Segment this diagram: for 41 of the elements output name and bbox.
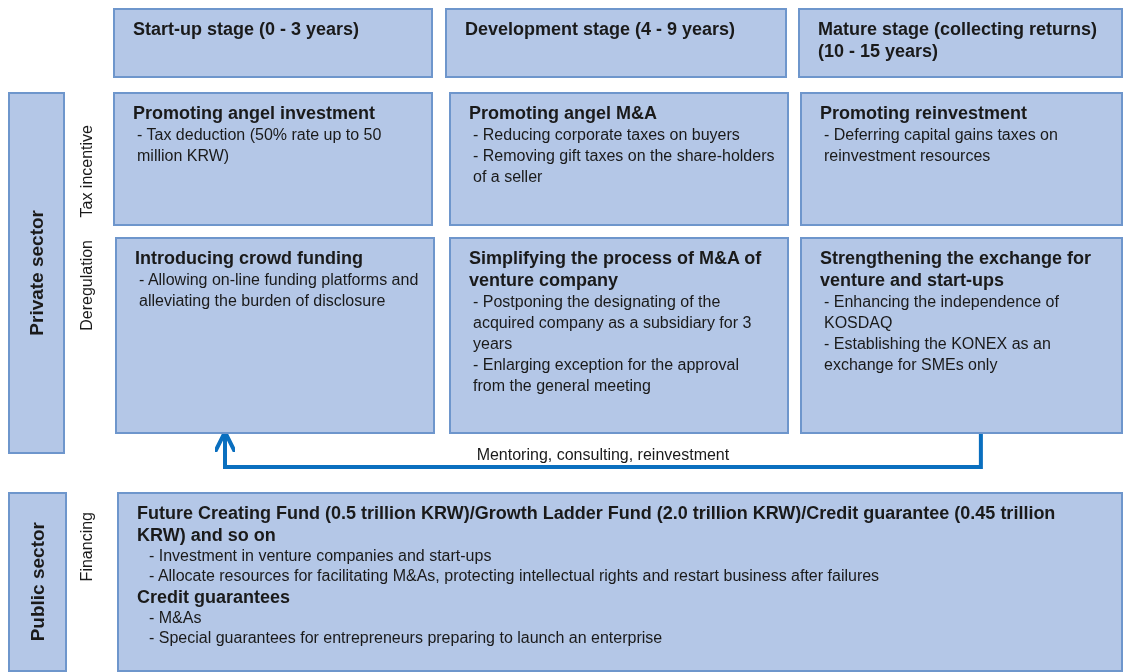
body-text: - Establishing the KONEX as an exchange for SMEs only: [823, 334, 1052, 375]
heading-text: Promoting angel investment: [133, 102, 377, 124]
row-label: Tax incentive: [78, 125, 96, 218]
body-text: - M&As: [148, 608, 203, 628]
body-text: - Allocate resources for facilitating M&As, protecting intellectual rights and restart business after failures: [148, 566, 881, 586]
body-text: - Postponing the designating of the acquired company as a subsidiary for 3 years: [472, 292, 753, 354]
heading-text: Development stage (4 - 9 years): [465, 18, 737, 40]
stage-header: [798, 8, 1123, 78]
stage-header: [113, 8, 433, 78]
measure-box: [800, 92, 1123, 226]
body-text: - Removing gift taxes on the share-holders of a seller: [472, 146, 775, 187]
heading-text: Introducing crowd funding: [135, 247, 364, 269]
heading-text: Mature stage (collecting returns) (10 - 15 years): [818, 18, 1099, 62]
body-text: - Tax deduction (50% rate up to 50 million KRW): [136, 125, 383, 166]
body-text: - Allowing on-line funding platforms and alleviating the burden of disclosure: [138, 270, 420, 311]
body-text: - Enhancing the independence of KOSDAQ: [823, 292, 1060, 333]
body-text: - Enlarging exception for the approval from the general meeting: [472, 355, 740, 396]
body-text: - Investment in venture companies and start-ups: [148, 546, 493, 566]
measure-box: [117, 492, 1123, 672]
measure-box: [115, 237, 435, 434]
body-text: - Deferring capital gains taxes on reinvestment resources: [823, 125, 1059, 166]
sector-band: [8, 92, 65, 454]
heading-text: Start-up stage (0 - 3 years): [133, 18, 361, 40]
row-label: Financing: [78, 512, 96, 582]
sector-label: Public sector: [26, 522, 49, 642]
measure-box: [113, 92, 433, 226]
heading-text: Promoting reinvestment: [820, 102, 1029, 124]
measure-box: [800, 237, 1123, 434]
heading-text: Promoting angel M&A: [469, 102, 658, 124]
measure-box: [449, 237, 789, 434]
heading-text: Credit guarantees: [137, 586, 292, 608]
heading-text: Future Creating Fund (0.5 trillion KRW)/Growth Ladder Fund (2.0 trillion KRW)/Credit guarantee (0.45 trillion KRW) and so on: [137, 502, 1057, 546]
sector-band: [8, 492, 67, 672]
heading-text: Strengthening the exchange for venture and start-ups: [820, 247, 1093, 291]
sector-label: Private sector: [25, 210, 48, 336]
stage-header: [445, 8, 787, 78]
body-text: - Special guarantees for entrepreneurs preparing to launch an enterprise: [148, 628, 664, 648]
measure-box: [449, 92, 789, 226]
row-label: Deregulation: [78, 240, 96, 331]
body-text: - Reducing corporate taxes on buyers: [472, 125, 741, 145]
heading-text: Simplifying the process of M&A of venture company: [469, 247, 763, 291]
